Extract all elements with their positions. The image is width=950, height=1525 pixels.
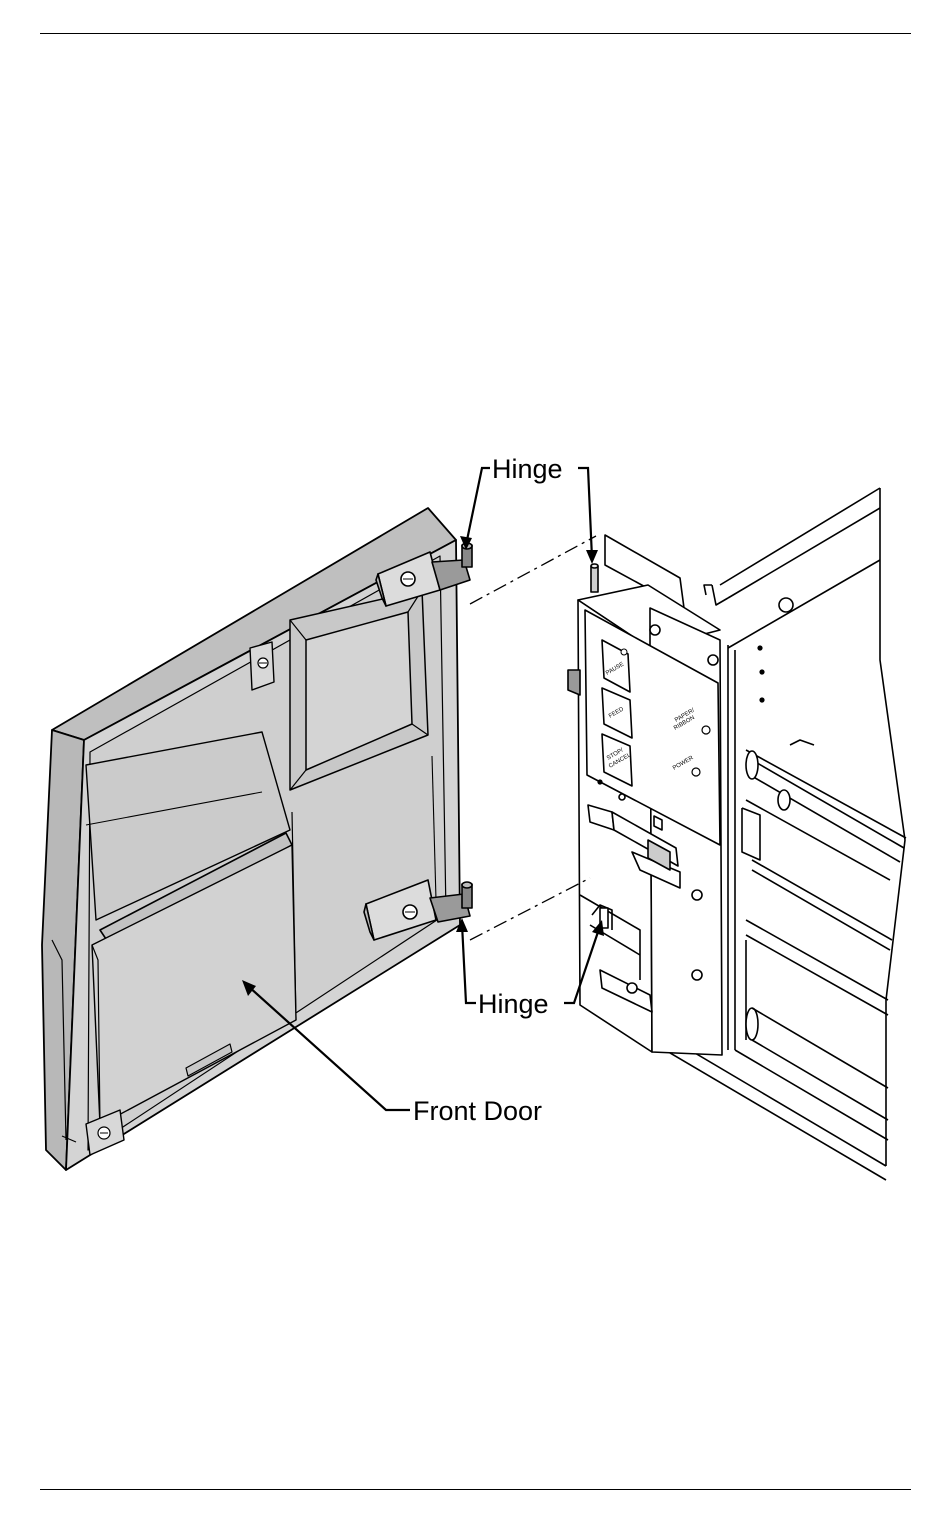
control-panel-bracket [568,535,722,1055]
front-door-label: Front Door [413,1096,542,1126]
hinge-top-label: Hinge [492,454,563,484]
footer-rule [40,1489,911,1490]
alignment-lines [470,536,596,940]
front-door [42,508,460,1170]
hinge-bottom-label: Hinge [478,989,549,1019]
